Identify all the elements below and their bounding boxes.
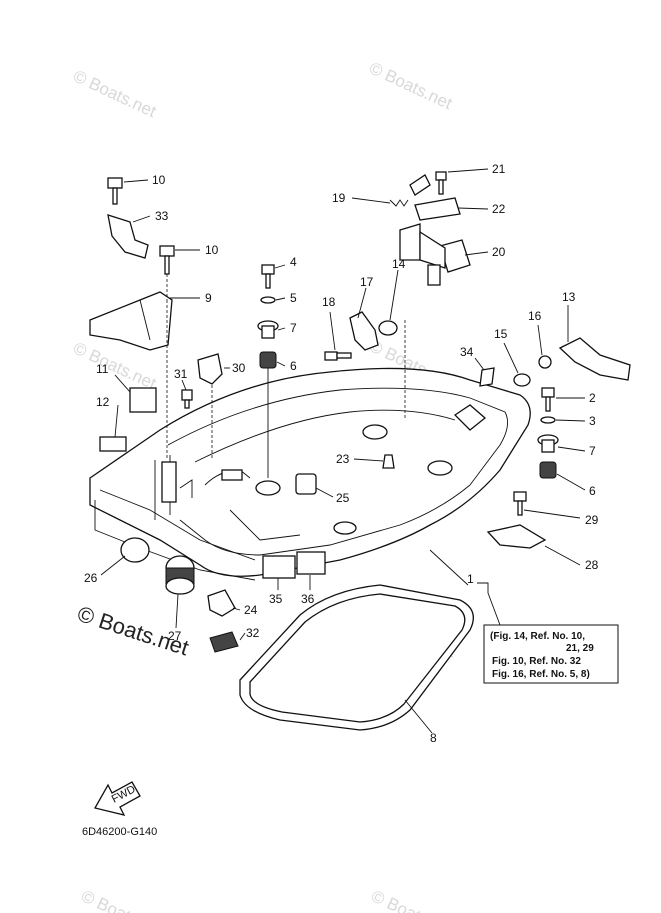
grommet-25 (295, 473, 317, 495)
callout-1: 1 (467, 572, 474, 586)
pad-12 (99, 436, 127, 452)
callout-28: 28 (585, 558, 599, 572)
holder-20 (399, 223, 471, 286)
bolt-2 (541, 387, 555, 412)
callout-29: 29 (585, 513, 599, 527)
plug-26 (120, 537, 150, 563)
callout-13: 13 (562, 290, 576, 304)
bottom-cowling (89, 367, 531, 581)
callout-19: 19 (332, 191, 346, 205)
collar-7 (257, 320, 279, 339)
washer-16 (538, 355, 552, 369)
callout-2: 2 (589, 391, 596, 405)
grommet-24 (207, 589, 236, 617)
reference-note: (Fig. 14, Ref. No. 10, 21, 29 Fig. 10, R… (483, 624, 619, 684)
callout-15: 15 (494, 327, 508, 341)
watermark: © Boats.net (70, 66, 159, 121)
callout-17: 17 (360, 275, 374, 289)
fwd-arrow: FWD (94, 781, 141, 816)
callout-35: 35 (269, 592, 283, 606)
callout-21: 21 (492, 162, 506, 176)
bolt-4 (261, 264, 275, 289)
plate-28 (486, 524, 547, 549)
bolt-10b (159, 245, 175, 275)
grommet-15 (513, 373, 531, 387)
grommet-14 (378, 320, 398, 336)
grommet-27 (165, 555, 195, 595)
lever-19b (409, 174, 431, 196)
collar-7b (537, 434, 559, 453)
callout-6b: 6 (589, 484, 596, 498)
leader-lines (100, 168, 586, 734)
holder-30 (197, 353, 223, 385)
callout-7: 7 (290, 321, 297, 335)
callout-31: 31 (174, 367, 188, 381)
bolt-21 (435, 171, 447, 195)
reference-note-line2: 21, 29 (566, 643, 594, 654)
washer-5 (260, 296, 276, 304)
grommet-6 (259, 351, 277, 369)
plug-23 (382, 454, 395, 469)
watermark: © Boats.net (366, 58, 455, 113)
callout-33: 33 (155, 209, 169, 223)
washer-3 (540, 416, 556, 424)
callout-labels: 10 33 10 9 4 5 7 6 18 17 14 19 21 22 20 … (84, 162, 599, 745)
lever-13 (558, 337, 631, 381)
callout-10b: 10 (205, 243, 219, 257)
label-34 (479, 367, 495, 387)
reference-note-line3: Fig. 10, Ref. No. 32 (492, 656, 581, 667)
callout-12: 12 (96, 395, 110, 409)
callout-18: 18 (322, 295, 336, 309)
callout-6: 6 (290, 359, 297, 373)
callout-30: 30 (232, 361, 246, 375)
callout-10: 10 (152, 173, 166, 187)
grommet-6b (539, 461, 557, 479)
callout-34: 34 (460, 345, 474, 359)
callout-22: 22 (492, 202, 506, 216)
bolt-18 (324, 351, 352, 361)
callout-25: 25 (336, 491, 350, 505)
pad-32 (209, 631, 239, 653)
bolt-10 (107, 177, 123, 205)
callout-11: 11 (96, 362, 109, 376)
callout-36: 36 (301, 592, 315, 606)
callout-27: 27 (168, 629, 182, 643)
spring-19 (389, 199, 409, 207)
callout-23: 23 (336, 452, 350, 466)
plate-22 (414, 197, 461, 221)
callout-24: 24 (244, 603, 258, 617)
bracket-9 (89, 291, 173, 351)
callout-8: 8 (430, 731, 437, 745)
callout-26: 26 (84, 571, 98, 585)
callout-14: 14 (392, 257, 406, 271)
callout-16: 16 (528, 309, 542, 323)
clip-31 (181, 389, 193, 409)
reference-note-line4: Fig. 16, Ref. No. 5, 8) (492, 669, 590, 680)
bracket-17 (349, 311, 379, 351)
bolt-29 (513, 491, 527, 516)
pad-11 (129, 387, 157, 413)
bracket-33 (107, 214, 149, 259)
callout-9: 9 (205, 291, 212, 305)
watermark: © Boats.net (368, 886, 457, 913)
callout-32: 32 (246, 626, 260, 640)
callout-7b: 7 (589, 444, 596, 458)
watermark: © Boats.net (78, 886, 167, 913)
callout-20: 20 (492, 245, 506, 259)
callout-5: 5 (290, 291, 297, 305)
callout-3: 3 (589, 414, 596, 428)
seal-8 (239, 584, 474, 731)
callout-4: 4 (290, 255, 297, 269)
diagram-code: 6D46200-G140 (82, 826, 157, 838)
reference-note-line1: (Fig. 14, Ref. No. 10, (490, 631, 585, 642)
